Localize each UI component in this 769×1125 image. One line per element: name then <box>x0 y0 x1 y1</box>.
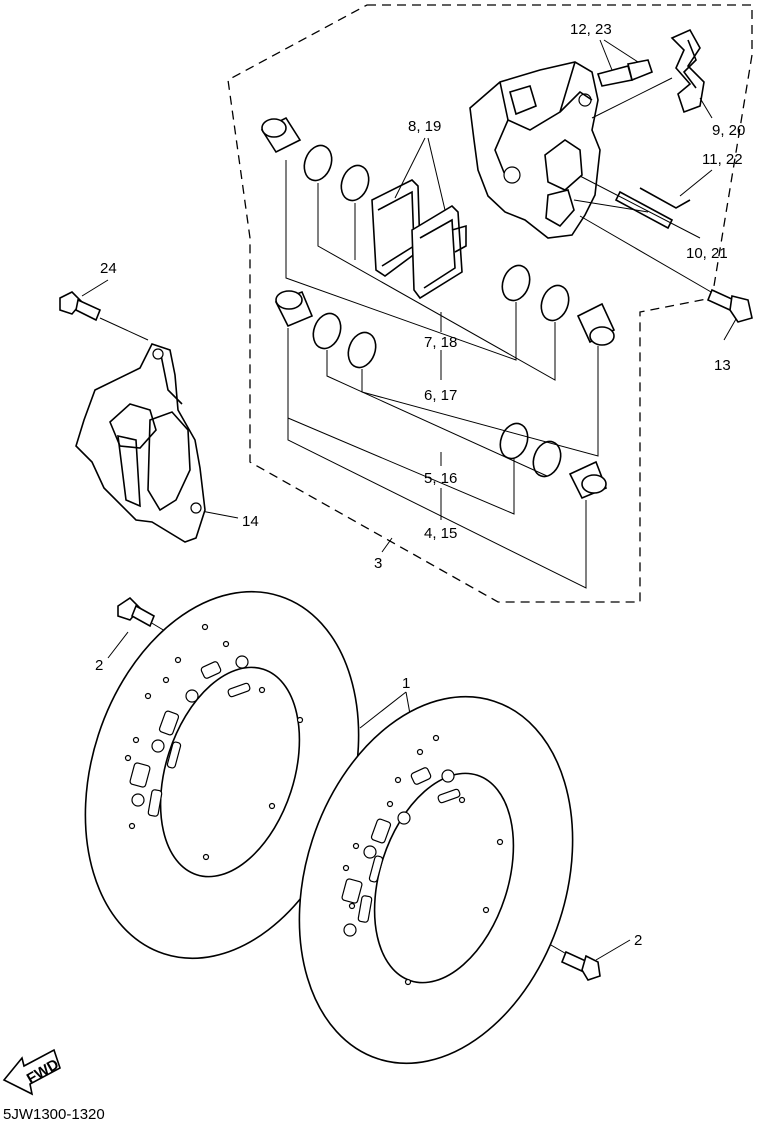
seal-ring <box>499 422 529 460</box>
piston-upper-left <box>260 116 302 154</box>
callout-8-19: 8, 19 <box>408 118 441 135</box>
disc-bolt-lower <box>560 950 601 981</box>
assembled-caliper-part <box>75 343 206 543</box>
caliper-body-part <box>469 61 601 239</box>
seal-ring <box>340 164 370 202</box>
brake-disc-rear <box>84 590 360 960</box>
callout-14: 14 <box>242 513 259 530</box>
callout-11-22: 11, 22 <box>702 151 743 168</box>
disc-bolt-upper <box>117 596 156 628</box>
callout-13: 13 <box>714 357 731 374</box>
piston-lower-left <box>274 290 314 328</box>
callout-3: 3 <box>374 555 382 572</box>
forward-direction-arrow-icon: FWD <box>2 1048 62 1096</box>
callout-9-20: 9, 20 <box>712 122 745 139</box>
brake-disc-front <box>298 695 574 1065</box>
callout-1: 1 <box>402 675 410 692</box>
callout-10-21: 10, 21 <box>686 245 728 262</box>
seal-ring <box>540 284 570 322</box>
leader-lines <box>81 39 741 961</box>
callout-12-23: 12, 23 <box>570 21 612 38</box>
pad-pin-part <box>614 187 691 230</box>
seal-ring <box>303 144 333 182</box>
drawing-code: 5JW1300-1320 <box>3 1106 105 1123</box>
piston-lower-right <box>568 460 608 500</box>
callout-2-lower: 2 <box>634 932 642 949</box>
caliper-assembly-boundary <box>227 4 753 603</box>
bolt-24-part <box>59 291 102 322</box>
pad-spring-part <box>670 28 705 114</box>
callout-24: 24 <box>100 260 117 277</box>
callout-4-15: 4, 15 <box>424 525 457 542</box>
callout-6-17: 6, 17 <box>424 387 457 404</box>
callout-5-16: 5, 16 <box>424 470 457 487</box>
piston-upper-right <box>576 302 616 346</box>
bleed-screw-part <box>596 59 653 87</box>
callout-7-18: 7, 18 <box>424 334 457 351</box>
caliper-bolt-part <box>706 288 753 323</box>
brake-pads-part <box>371 179 467 300</box>
seal-ring <box>347 331 377 369</box>
seal-ring <box>532 440 562 478</box>
callout-2-upper: 2 <box>95 657 103 674</box>
seal-ring <box>501 264 531 302</box>
seal-ring <box>312 312 342 350</box>
